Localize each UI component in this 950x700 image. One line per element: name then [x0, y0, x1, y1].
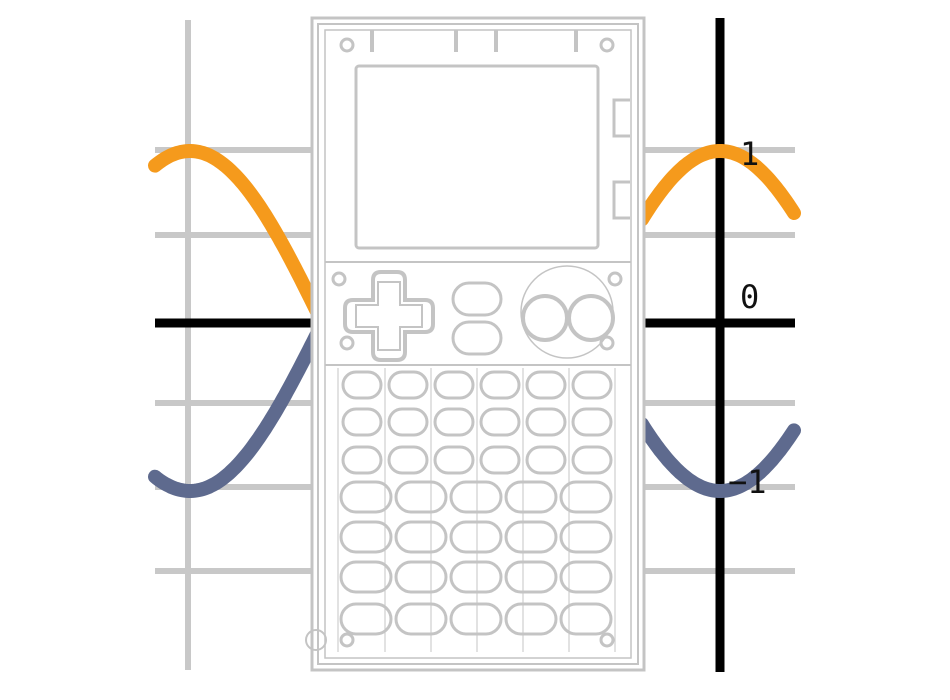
keypad-key	[449, 602, 503, 636]
dpad-icon	[343, 270, 435, 362]
curve-blue-left	[148, 326, 324, 498]
curves	[148, 144, 801, 498]
curve-orange-left	[148, 144, 324, 319]
device-screw	[599, 37, 615, 53]
device-side-tab	[612, 98, 630, 138]
keypad-key	[394, 602, 448, 636]
device-screw	[599, 632, 615, 648]
keypad-key	[504, 480, 558, 514]
keypad-key	[394, 480, 448, 514]
tick-label-one: 1	[740, 135, 760, 173]
keypad-key	[504, 560, 558, 594]
keypad-key	[387, 445, 429, 475]
device-screw	[331, 271, 347, 287]
keypad-key	[571, 370, 613, 400]
device-screw	[339, 632, 355, 648]
keypad-key	[504, 602, 558, 636]
tick-label-minus-one: −1	[728, 463, 767, 501]
keypad-key	[394, 520, 448, 554]
keypad-key	[339, 480, 393, 514]
keypad-key	[525, 370, 567, 400]
pill-key	[451, 320, 503, 356]
tick-label-zero: 0	[740, 278, 760, 316]
keypad-key	[433, 407, 475, 437]
keypad-key	[341, 407, 383, 437]
device-screen	[354, 64, 600, 250]
axes	[155, 18, 795, 672]
curve-blue-right	[635, 417, 801, 498]
keypad-key	[339, 520, 393, 554]
round-button	[521, 294, 569, 342]
device-inner-frame	[317, 23, 639, 665]
keypad-key	[433, 445, 475, 475]
keypad-key	[525, 445, 567, 475]
keypad-key	[449, 560, 503, 594]
keypad-key	[341, 370, 383, 400]
keypad-key	[449, 480, 503, 514]
curve-orange-right	[635, 144, 801, 227]
dpad-inner-icon	[355, 281, 423, 351]
keypad-key	[339, 560, 393, 594]
device-side-tab	[612, 180, 630, 220]
device-screw	[339, 37, 355, 53]
keypad-key	[504, 520, 558, 554]
keypad-key	[559, 602, 613, 636]
keypad-key	[387, 370, 429, 400]
device-screw	[607, 271, 623, 287]
calculator-outline-icon	[305, 16, 646, 672]
device-screw	[339, 335, 355, 351]
keypad-key	[479, 407, 521, 437]
keypad-key	[339, 602, 393, 636]
keypad-key	[559, 480, 613, 514]
keypad-key	[571, 407, 613, 437]
pill-key	[451, 281, 503, 317]
keypad-key	[525, 407, 567, 437]
device-inner-frame	[324, 29, 632, 659]
round-button	[567, 294, 615, 342]
keypad-key	[341, 445, 383, 475]
keypad-key	[479, 370, 521, 400]
keypad-key	[571, 445, 613, 475]
keypad-key	[479, 445, 521, 475]
keypad-key	[449, 520, 503, 554]
keypad-key	[433, 370, 475, 400]
keypad-key	[387, 407, 429, 437]
keypad-key	[394, 560, 448, 594]
keypad-key	[559, 520, 613, 554]
keypad-key	[559, 560, 613, 594]
device-corner-mark	[305, 629, 327, 651]
